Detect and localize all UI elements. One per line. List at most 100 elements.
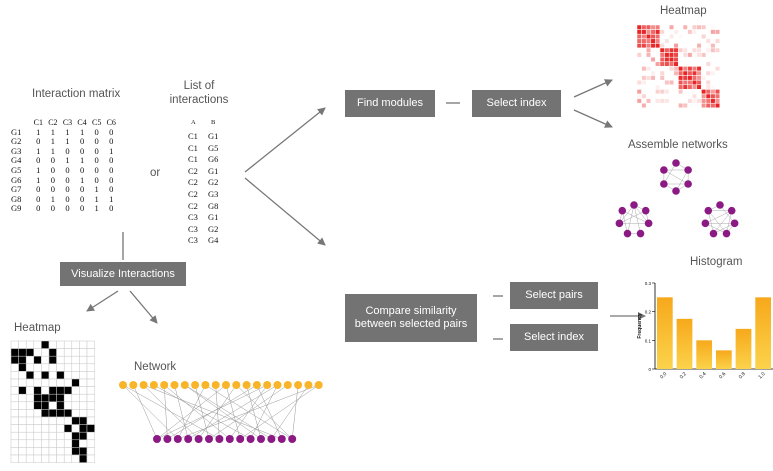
module-node [623,229,632,238]
heatmap-cell [696,29,702,35]
heatmap-cell [682,61,688,67]
heatmap-cell [33,409,42,418]
heatmap-cell [705,47,711,53]
histogram-bar [755,297,772,369]
heatmap-cell [710,79,716,86]
heatmap-cell [25,348,35,357]
heatmap-cell [668,43,675,49]
heatmap-cell [673,84,679,90]
arrow-to-compare [244,177,326,246]
heatmap-cell [655,84,661,90]
heatmap-cell [641,24,647,30]
binary-heatmap [10,340,95,463]
heatmap-cell [25,447,35,456]
heatmap-cell [641,43,647,49]
heatmap-cell [18,348,27,357]
matrix-cell: 0 [36,184,41,195]
module-node [660,166,668,174]
heatmap-cell [56,454,65,463]
heatmap-cell [48,348,57,357]
matrix-cell: 0 [50,174,56,185]
list-cell: G1 [208,212,219,223]
module-node [660,180,668,188]
heatmap-cell [687,56,693,63]
heatmap-cell [696,56,702,63]
heatmap-cell [701,93,707,99]
heatmap-cell [668,24,675,30]
module-node [727,206,736,215]
matrix-cell: 0 [79,164,85,175]
heatmap-cell [691,38,698,44]
heatmap-cell [664,75,670,81]
heatmap-cell [56,386,65,395]
heatmap-cell [705,38,711,44]
heatmap-cell [645,33,652,40]
select-index-top-button[interactable]: Select index [472,90,561,117]
heatmap-cell [636,33,642,40]
heatmap-cell [655,56,661,63]
heatmap-cell [63,371,73,380]
heatmap-cell [33,454,42,463]
find-modules-button[interactable]: Find modules [345,90,435,117]
y-tick-label: 0 [648,367,651,372]
heatmap-cell [678,89,684,95]
heatmap-cell [696,70,702,76]
heatmap-cell [678,98,684,104]
heatmap-cell [86,401,95,410]
heatmap-cell [714,70,721,76]
network-node-bottom [153,435,161,443]
heatmap-cell [18,447,27,456]
heatmap-cell [25,363,35,372]
heatmap-cell [41,378,50,387]
network-node-top [222,381,230,389]
heatmap-cell [636,43,642,49]
heatmap-cell [682,79,688,86]
heatmap-cell [650,98,656,104]
list-cell: G1 [208,165,219,176]
heatmap-cell [650,66,656,72]
heatmap-cell [687,79,693,86]
heatmap-cell [705,89,711,95]
heatmap-cell [25,386,35,395]
heatmap-cell [701,24,707,30]
matrix-col-header: C1 [33,118,43,127]
module-edge [708,210,714,234]
matrix-cell: 0 [65,203,70,214]
network-node-bottom [194,435,203,443]
heatmap-cell [664,84,670,90]
compare-similarity-button[interactable]: Compare similarity between selected pair… [345,294,477,342]
heatmap-cell [682,56,688,63]
heatmap-cell [56,424,65,433]
heatmap-cell [71,371,80,380]
heatmap-cell [655,75,661,81]
heatmap-cell [41,424,50,433]
matrix-cell: 1 [65,136,70,147]
matrix-cell: 0 [36,193,41,204]
select-pairs-button[interactable]: Select pairs [510,282,598,309]
heatmap-cell [18,371,27,380]
heatmap-cell [691,93,698,99]
heatmap-cell [705,79,711,86]
heatmap-cell [710,102,716,109]
heatmap-cell [71,431,80,441]
heatmap-cell [701,102,707,109]
heatmap-cell [673,98,679,104]
heatmap-cell [63,363,73,372]
heatmap-cell [25,355,35,365]
heatmap-cell [664,33,670,40]
heatmap-cell [710,66,716,72]
matrix-cell: 0 [50,155,56,166]
heatmap-cell [10,431,19,441]
visualize-interactions-button[interactable]: Visualize Interactions [60,262,186,286]
heatmap-cell [714,38,721,44]
heatmap-cell [645,75,652,81]
heatmap-cell [63,401,73,410]
or-label: or [150,167,161,179]
heatmap-cell [641,29,647,35]
select-index-bottom-button[interactable]: Select index [510,324,598,351]
